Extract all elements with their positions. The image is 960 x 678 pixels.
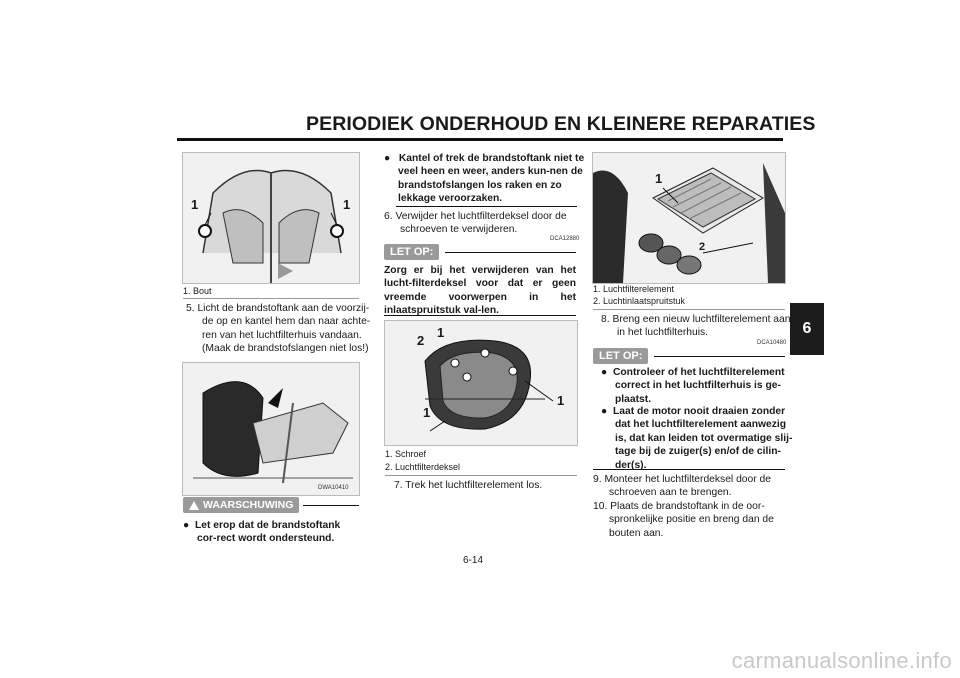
fig3-label-1-left: 1 (423, 405, 431, 420)
figure-filter-cover: 2 1 1 1 (384, 320, 578, 446)
fig4-caption-rule (593, 309, 785, 310)
step-9: 9. Monteer het luchtfilterdeksel door de… (593, 474, 772, 499)
fig1-caption: 1. Bout (183, 286, 212, 296)
page-title: PERIODIEK ONDERHOUD EN KLEINERE REPARATI… (306, 113, 816, 135)
warning-bullet-text: Let erop dat de brandstoftank cor-rect w… (194, 520, 341, 545)
step-8: 8. Breng een nieuw luchtfilterelement aa… (601, 314, 791, 339)
fig3-caption-2: 2. Luchtfilterdeksel (385, 462, 461, 472)
fig1-label-right: 1 (343, 197, 351, 212)
page-number: 6-14 (463, 555, 484, 566)
right-bullet-1: ● Controleer of het luchtfilterelement c… (601, 366, 799, 406)
step-5: 5. Licht de brandstoftank aan de voorzij… (186, 303, 371, 355)
warning-rule (303, 504, 359, 506)
figure-air-filter: 1 2 (592, 152, 786, 284)
notice-rule-right (654, 355, 785, 357)
figure-fuel-tank: DWA10410 (182, 362, 360, 496)
middle-bullet: ● Kantel of trek de brandstoftank niet t… (384, 152, 590, 206)
fig4-caption-2: 2. Luchtinlaatspruitstuk (593, 296, 686, 306)
bullet-icon: ● (601, 367, 613, 378)
step-6: 6. Verwijder het luchtfilterdeksel door … (384, 211, 567, 236)
warning-box: WAARSCHUWING ● Let erop dat de brandstof… (183, 497, 359, 546)
notice-badge-mid: LET OP: (384, 244, 440, 260)
right-bullet-1-text: Controleer of het luchtfilterelement cor… (612, 367, 785, 405)
right-bullet-2-text: Laat de motor nooit draaien zonder dat h… (612, 406, 793, 471)
notice-ref-right: DCA10480 (757, 340, 787, 346)
bullet-icon: ● (601, 406, 613, 417)
fig3-label-1-top: 1 (437, 325, 445, 340)
fig1-caption-rule (183, 298, 359, 299)
notice-header-right: LET OP: (593, 348, 785, 364)
middle-bullet-text: Kantel of trek de brandstoftank niet te … (398, 153, 585, 205)
bullet-icon: ● (384, 153, 399, 164)
notice-header-mid: LET OP: (384, 244, 576, 260)
notice-rule-mid (445, 251, 576, 253)
fig3-label-1-right: 1 (557, 393, 565, 408)
middle-bullet-rule (396, 206, 577, 207)
fig3-label-2: 2 (417, 333, 425, 348)
bullet-icon: ● (183, 520, 195, 531)
notice-badge-right: LET OP: (593, 348, 649, 364)
warning-bullet: ● Let erop dat de brandstoftank cor-rect… (183, 519, 359, 546)
step-7: 7. Trek het luchtfilterelement los. (394, 480, 543, 491)
fig4-caption-1: 1. Luchtfilterelement (593, 284, 675, 294)
fig1-label-left: 1 (191, 197, 199, 212)
fig4-label-2: 2 (699, 241, 706, 253)
watermark: carmanualsonline.info (731, 648, 952, 673)
fig4-label-1: 1 (655, 171, 663, 186)
notice-end-rule-right (593, 469, 785, 470)
fig3-caption-rule (385, 475, 577, 476)
figure-bolts: 1 1 (182, 152, 360, 284)
title-rule (177, 138, 783, 141)
notice-text-mid: Zorg er bij het verwijderen van het luch… (384, 265, 576, 317)
fig3-caption-1: 1. Schroef (385, 449, 427, 459)
notice-end-rule-mid (384, 315, 576, 316)
warning-badge: WAARSCHUWING (183, 497, 300, 513)
right-bullet-2: ● Laat de motor nooit draaien zonder dat… (601, 405, 799, 472)
fig2-ref: DWA10410 (318, 485, 349, 491)
chapter-tab: 6 (790, 303, 824, 355)
warning-label: WAARSCHUWING (203, 499, 294, 511)
notice-ref-mid: DCA12880 (550, 236, 580, 242)
warning-triangle-icon (189, 500, 199, 510)
step-10: 10. Plaats de brandstoftank in de oor-sp… (593, 501, 774, 539)
